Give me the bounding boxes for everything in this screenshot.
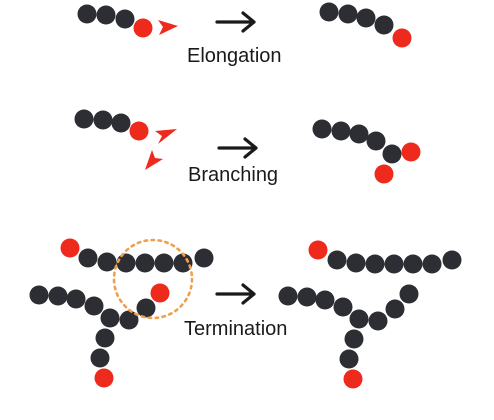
branching-label: Branching xyxy=(188,164,279,186)
termination-before-branched-chain xyxy=(29,283,170,388)
reaction-arrow-termination-icon xyxy=(215,283,256,305)
branching-after-chain xyxy=(312,119,421,184)
monomer xyxy=(356,8,376,28)
monomer xyxy=(365,254,385,274)
monomer xyxy=(297,287,317,307)
monomer xyxy=(333,297,353,317)
monomer xyxy=(382,144,402,164)
monomer xyxy=(96,5,116,25)
monomer xyxy=(173,253,193,273)
reaction-arrow-branching-icon xyxy=(217,137,258,159)
active-end xyxy=(94,368,114,388)
monomer xyxy=(442,250,462,270)
radical-arrowhead-icon xyxy=(155,129,177,144)
monomer xyxy=(154,253,174,273)
active-end xyxy=(401,142,421,162)
active-end xyxy=(60,238,80,258)
elongation-label: Elongation xyxy=(187,45,282,67)
elongation-after-chain xyxy=(319,2,412,48)
monomer xyxy=(111,113,131,133)
active-end xyxy=(343,369,363,389)
monomer xyxy=(194,248,214,268)
monomer xyxy=(135,253,155,273)
monomer xyxy=(319,2,339,22)
active-end xyxy=(308,240,328,260)
monomer xyxy=(95,328,115,348)
radical-arrowhead-icon xyxy=(158,20,178,35)
monomer xyxy=(315,290,335,310)
monomer xyxy=(346,253,366,273)
monomer xyxy=(93,110,113,130)
monomer xyxy=(349,309,369,329)
monomer xyxy=(48,286,68,306)
termination-zone-circle xyxy=(112,238,194,320)
monomer xyxy=(74,109,94,129)
monomer xyxy=(344,329,364,349)
monomer xyxy=(422,254,442,274)
monomer xyxy=(116,253,136,273)
monomer xyxy=(374,15,394,35)
monomer xyxy=(77,4,97,24)
monomer xyxy=(312,119,332,139)
termination-before-top-chain xyxy=(60,238,214,273)
monomer xyxy=(90,348,110,368)
active-end xyxy=(374,164,394,184)
monomer xyxy=(119,310,139,330)
reaction-arrow-elongation-icon xyxy=(215,11,256,33)
branching-before-chain xyxy=(74,109,149,141)
monomer xyxy=(385,299,405,319)
monomer xyxy=(349,124,369,144)
monomer xyxy=(66,289,86,309)
radical-arrowhead-icon xyxy=(145,150,163,170)
monomer xyxy=(339,349,359,369)
elongation-before-chain xyxy=(77,4,153,38)
termination-label: Termination xyxy=(184,318,288,340)
monomer xyxy=(403,254,423,274)
monomer xyxy=(29,285,49,305)
monomer xyxy=(136,298,156,318)
monomer xyxy=(327,250,347,270)
monomer xyxy=(384,254,404,274)
monomer xyxy=(366,131,386,151)
monomer xyxy=(399,284,419,304)
monomer xyxy=(331,121,351,141)
monomer xyxy=(338,4,358,24)
monomer xyxy=(97,252,117,272)
active-end xyxy=(150,283,170,303)
monomer xyxy=(278,286,298,306)
active-end xyxy=(392,28,412,48)
termination-after-joined-chain xyxy=(278,284,419,389)
active-end xyxy=(133,18,153,38)
termination-after-top-chain xyxy=(308,240,462,274)
monomer xyxy=(100,308,120,328)
monomer xyxy=(368,311,388,331)
monomer xyxy=(84,296,104,316)
active-end xyxy=(129,121,149,141)
monomer xyxy=(115,9,135,29)
monomer xyxy=(78,248,98,268)
